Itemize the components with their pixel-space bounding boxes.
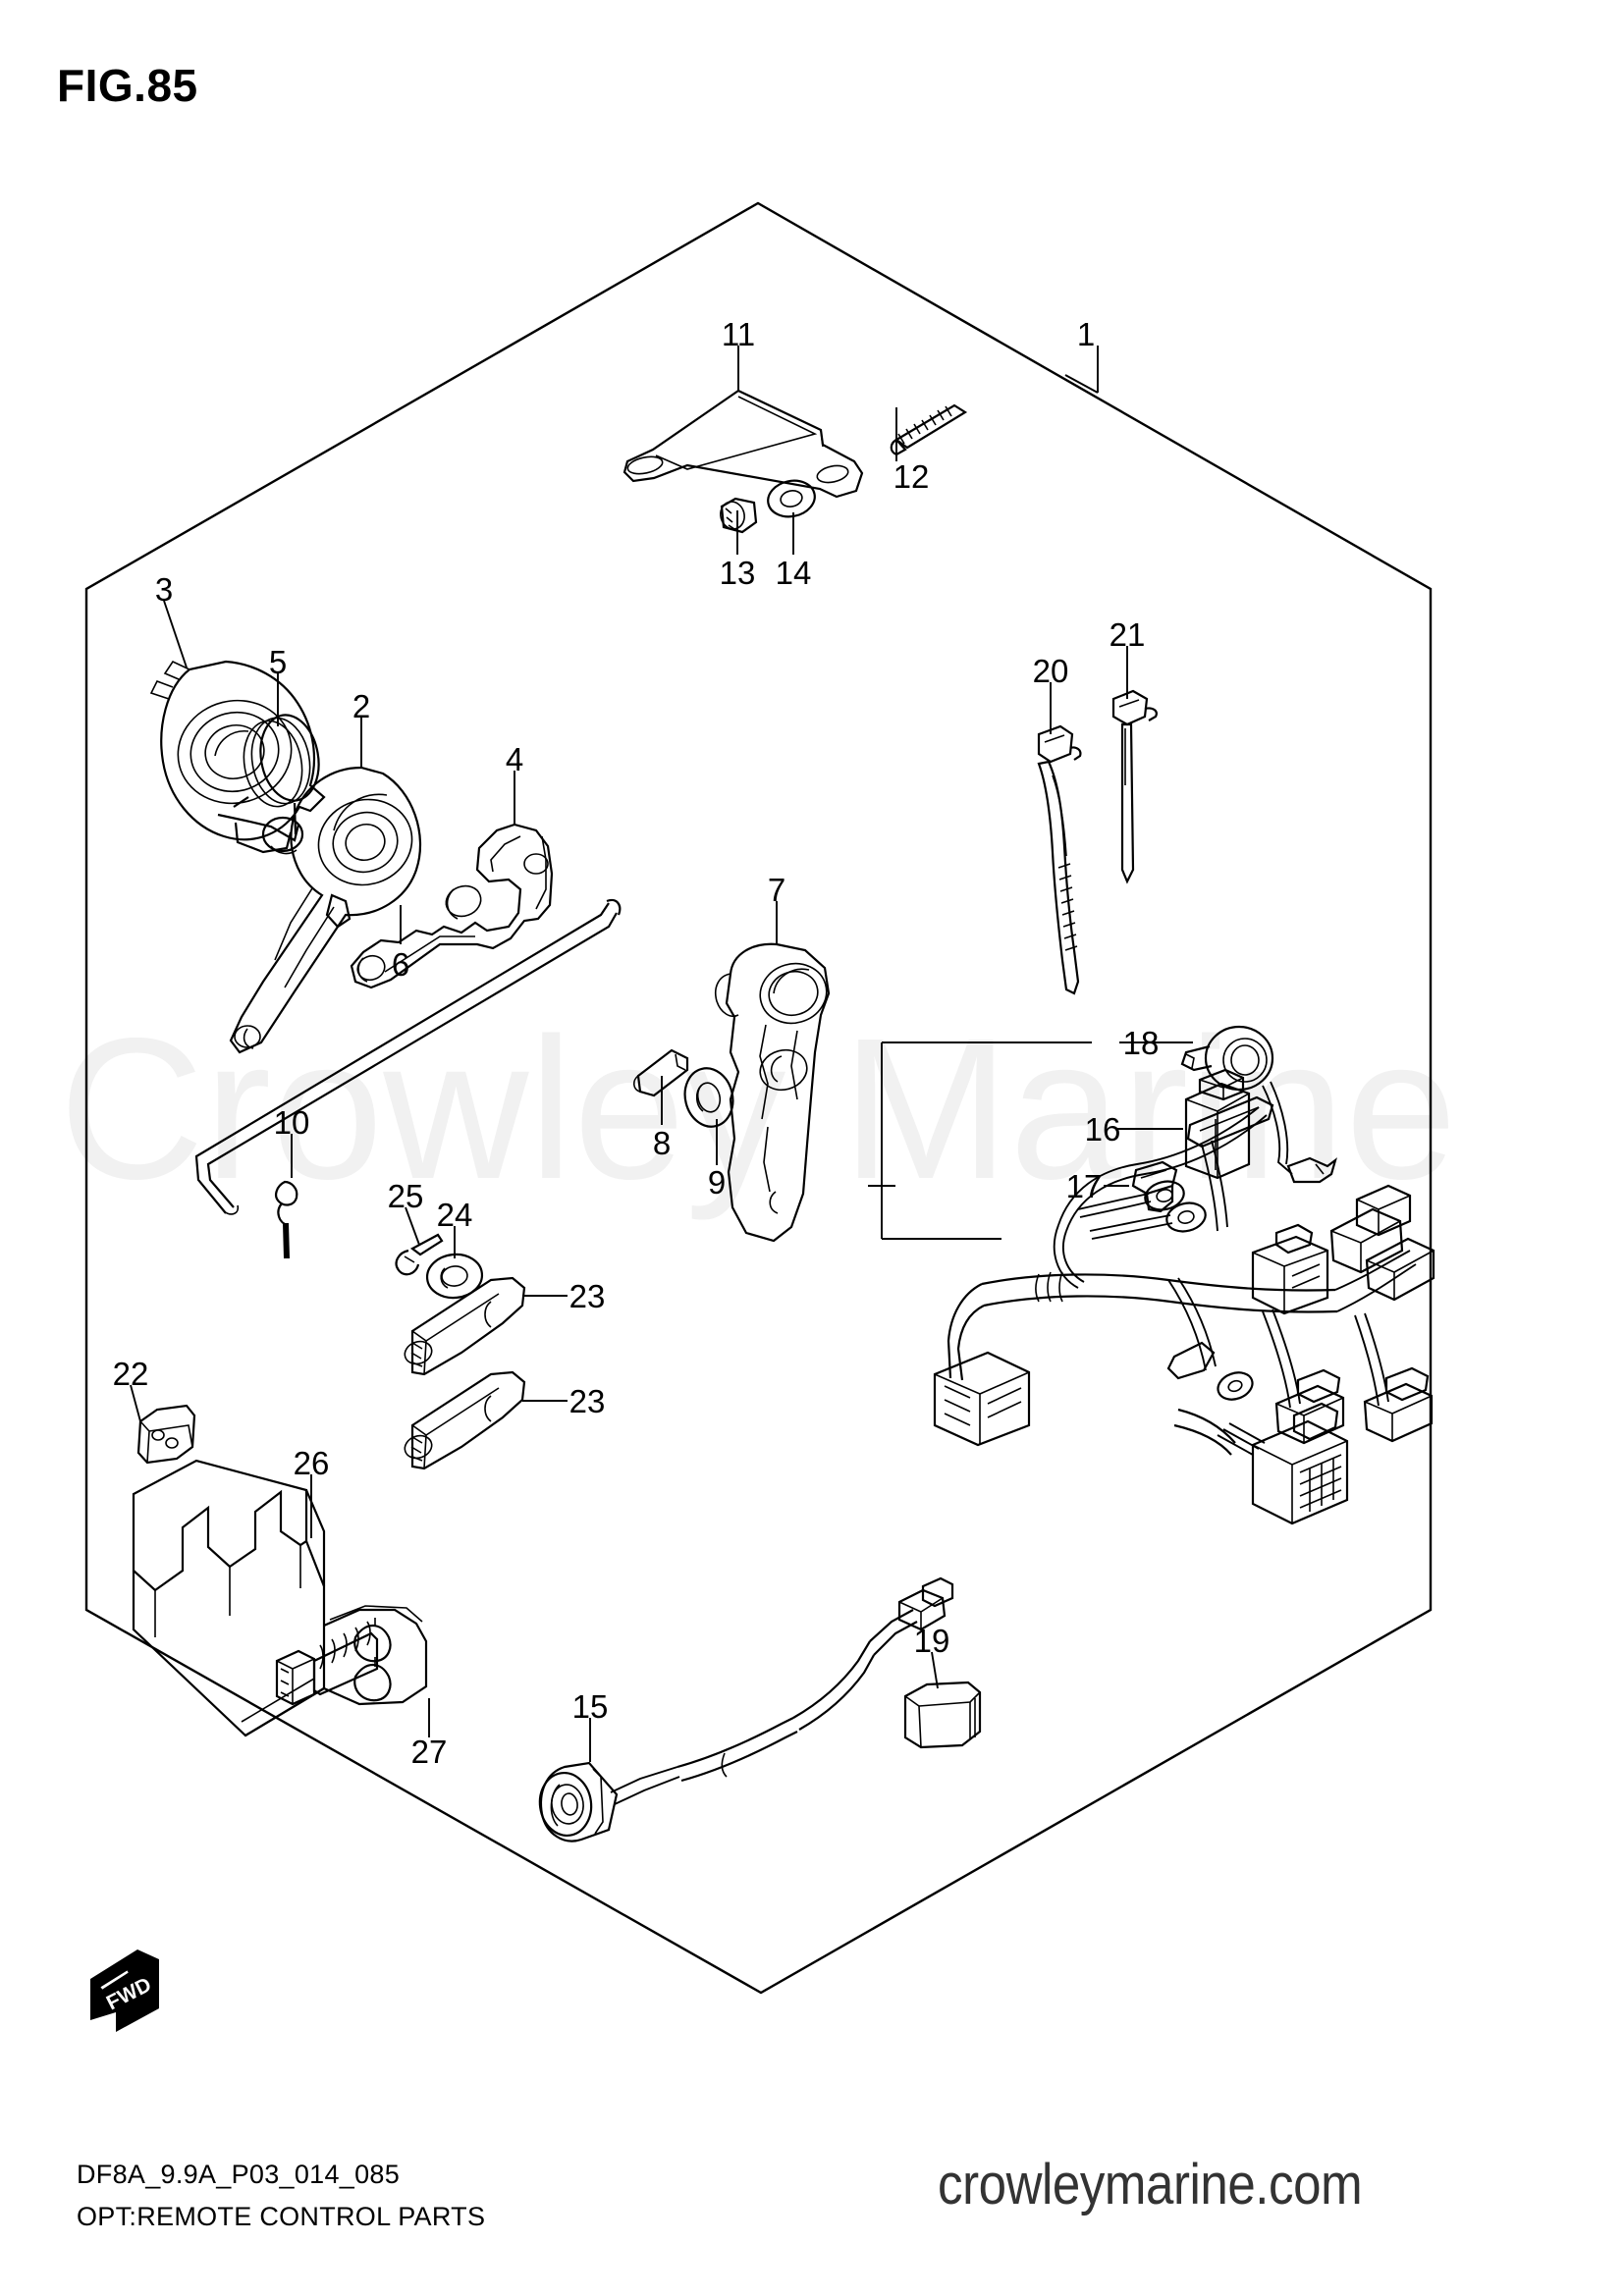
callout-18: 18 bbox=[1123, 1025, 1160, 1061]
callout-21: 21 bbox=[1110, 616, 1146, 653]
callout-23-lower: 23 bbox=[569, 1383, 606, 1419]
callout-26: 26 bbox=[294, 1445, 330, 1481]
part-5-return-spring bbox=[233, 714, 320, 835]
part-18-grommet bbox=[1180, 1025, 1274, 1092]
callout-9: 9 bbox=[708, 1164, 726, 1201]
callout-24: 24 bbox=[437, 1197, 473, 1233]
callout-16: 16 bbox=[1085, 1111, 1121, 1148]
part-8-bushing-pin bbox=[632, 1048, 689, 1097]
leader-lines bbox=[130, 346, 1193, 1762]
callout-14: 14 bbox=[776, 555, 812, 591]
callout-12: 12 bbox=[893, 458, 930, 495]
callout-2: 2 bbox=[352, 688, 370, 724]
part-7-shift-arm bbox=[715, 942, 831, 1243]
part-10-cotter-pin bbox=[275, 1180, 298, 1258]
callout-25: 25 bbox=[388, 1178, 424, 1214]
footer-description: OPT:REMOTE CONTROL PARTS bbox=[77, 2202, 486, 2231]
callout-4: 4 bbox=[506, 741, 523, 777]
harness-connector-pair bbox=[1329, 1184, 1435, 1302]
part-15-buzzer-lead bbox=[538, 1576, 954, 1842]
callout-3: 3 bbox=[155, 571, 173, 608]
callout-22: 22 bbox=[113, 1356, 149, 1392]
part-2-throttle-lever bbox=[229, 766, 421, 1054]
part-9-washer bbox=[683, 1067, 734, 1128]
part-23-cable-end-fitting-lower bbox=[404, 1370, 526, 1470]
part-3-shift-cam-housing bbox=[149, 660, 326, 855]
brand-watermark: crowleymarine.com bbox=[938, 2153, 1363, 2216]
part-24-washer-small bbox=[425, 1253, 484, 1300]
callout-15: 15 bbox=[572, 1688, 609, 1725]
callout-17: 17 bbox=[1066, 1168, 1103, 1204]
part-22-rubber-pad bbox=[136, 1404, 196, 1465]
callout-8: 8 bbox=[653, 1125, 671, 1161]
part-20-cable-tie-long bbox=[1037, 724, 1082, 995]
part-14-flat-washer bbox=[767, 479, 816, 518]
part-25-cotter-pin-small bbox=[395, 1233, 444, 1276]
part-13-hex-nut bbox=[720, 497, 758, 534]
callout-20: 20 bbox=[1033, 653, 1069, 689]
callout-labels: 1 2 3 4 5 6 7 8 9 10 11 12 13 14 15 16 1… bbox=[113, 316, 1160, 1770]
part-26-cable-clamp-bracket bbox=[132, 1459, 428, 1737]
callout-1: 1 bbox=[1077, 316, 1095, 352]
callout-6: 6 bbox=[392, 946, 409, 983]
callout-7: 7 bbox=[768, 872, 785, 908]
hexagon-border bbox=[84, 201, 1433, 1995]
callout-27: 27 bbox=[411, 1734, 448, 1770]
callout-5: 5 bbox=[269, 644, 287, 680]
callout-10: 10 bbox=[274, 1104, 310, 1141]
part-4-shift-link-lever bbox=[350, 823, 554, 989]
callout-13: 13 bbox=[720, 555, 756, 591]
part-11-mounting-bracket bbox=[623, 389, 864, 499]
callout-11: 11 bbox=[722, 316, 755, 352]
page-title: FIG.85 bbox=[57, 60, 198, 111]
callout-23-upper: 23 bbox=[569, 1278, 606, 1314]
part-6-throttle-rod bbox=[194, 898, 622, 1215]
part-12-threaded-stud bbox=[890, 403, 968, 456]
fwd-arrow-marker: FWD bbox=[90, 1949, 159, 2032]
part-27-flange-bolt bbox=[275, 1621, 379, 1706]
part-23-cable-end-fitting-upper bbox=[404, 1276, 526, 1376]
part-21-cable-tie-short bbox=[1111, 689, 1158, 884]
part-19-rubber-cap bbox=[903, 1681, 982, 1749]
callout-19: 19 bbox=[914, 1623, 950, 1659]
footer-part-code: DF8A_9.9A_P03_014_085 bbox=[77, 2160, 401, 2189]
wire-harness bbox=[933, 1081, 1435, 1525]
